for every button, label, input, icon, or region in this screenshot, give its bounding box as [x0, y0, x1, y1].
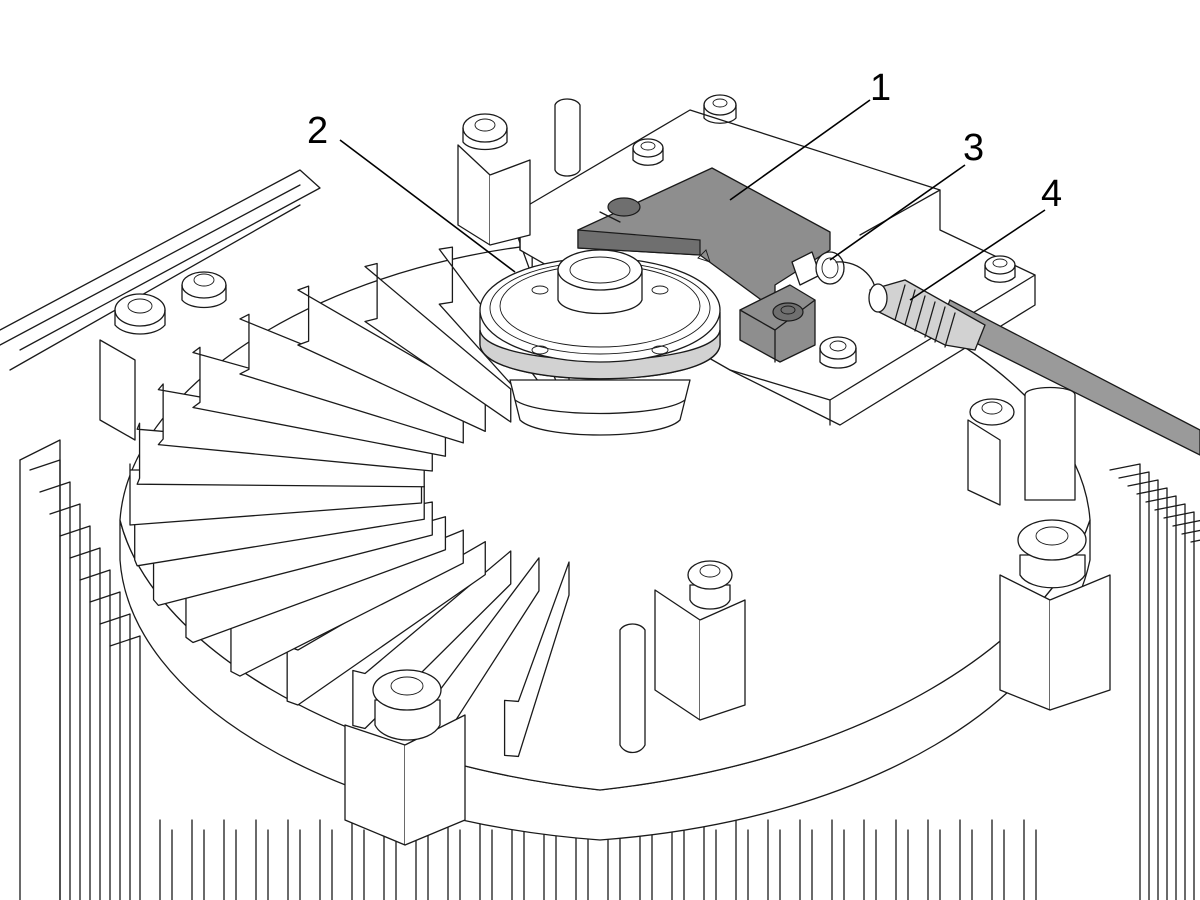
fin — [351, 819, 365, 900]
fin — [223, 819, 237, 900]
radial-fin — [364, 262, 512, 423]
leader-4 — [909, 209, 1046, 301]
fin — [1136, 487, 1168, 900]
callout-leaders — [339, 99, 1046, 301]
bracket-bolts — [99, 98, 1111, 846]
leader-2 — [339, 139, 516, 273]
socket-screw — [632, 138, 664, 166]
fin — [927, 819, 941, 900]
fin — [959, 819, 973, 900]
callout-2: 2 — [307, 110, 328, 152]
fin — [287, 819, 301, 900]
leader-3 — [829, 164, 966, 261]
fin — [1163, 511, 1195, 900]
fin — [1145, 495, 1177, 900]
bracket-bolt — [344, 669, 466, 846]
bracket-bolt — [654, 560, 746, 721]
radial-fins — [129, 236, 570, 758]
fin — [767, 819, 781, 900]
fin — [799, 819, 813, 900]
fin — [29, 459, 61, 900]
sensor-connector — [791, 251, 877, 301]
fin — [479, 819, 493, 900]
socket-screw — [984, 255, 1016, 283]
bracket-bolt — [457, 113, 531, 246]
fin — [159, 819, 173, 900]
radial-fin — [297, 285, 486, 433]
block-screws — [632, 94, 1016, 369]
fin — [831, 819, 845, 900]
bracket-bolt — [999, 519, 1111, 711]
socket-screw — [819, 336, 857, 369]
fin — [1109, 463, 1141, 900]
radial-fin — [503, 561, 570, 758]
fin — [1023, 819, 1037, 900]
socket-screw — [703, 94, 737, 124]
fin — [59, 525, 91, 900]
heatsink-body — [0, 169, 1200, 900]
fin — [191, 819, 205, 900]
fin — [703, 819, 717, 900]
fin — [89, 591, 121, 900]
leader-1 — [729, 99, 871, 201]
fin — [511, 819, 525, 900]
fin — [1118, 471, 1150, 900]
right-cooling-fins — [1109, 463, 1200, 900]
shaft-ring — [479, 249, 721, 436]
fin — [49, 503, 81, 900]
fin — [39, 481, 71, 900]
fin — [671, 819, 685, 900]
bracket-bolt — [967, 386, 1076, 506]
fin — [1127, 479, 1159, 900]
fin — [255, 819, 269, 900]
sensor-cable — [868, 279, 1200, 456]
fin — [447, 819, 461, 900]
fin — [1172, 519, 1200, 527]
fin — [99, 613, 131, 900]
callout-4: 4 — [1041, 173, 1062, 215]
fin — [991, 819, 1005, 900]
fin — [1181, 529, 1200, 535]
fin — [319, 819, 333, 900]
radial-fin — [239, 313, 464, 444]
callout-labels: 1 2 3 4 — [307, 67, 1062, 215]
fin — [79, 569, 111, 900]
bracket-bolt — [99, 271, 227, 441]
callout-3: 3 — [963, 127, 984, 169]
fin — [895, 819, 909, 900]
fin — [1154, 503, 1186, 900]
fin — [735, 819, 749, 900]
fin — [863, 819, 877, 900]
fin — [1190, 539, 1200, 543]
callout-1: 1 — [870, 67, 891, 109]
left-cooling-fins — [29, 459, 141, 900]
fin — [69, 547, 101, 900]
sensor-unit — [577, 167, 831, 363]
fin — [109, 635, 141, 900]
radial-fin — [286, 540, 486, 706]
